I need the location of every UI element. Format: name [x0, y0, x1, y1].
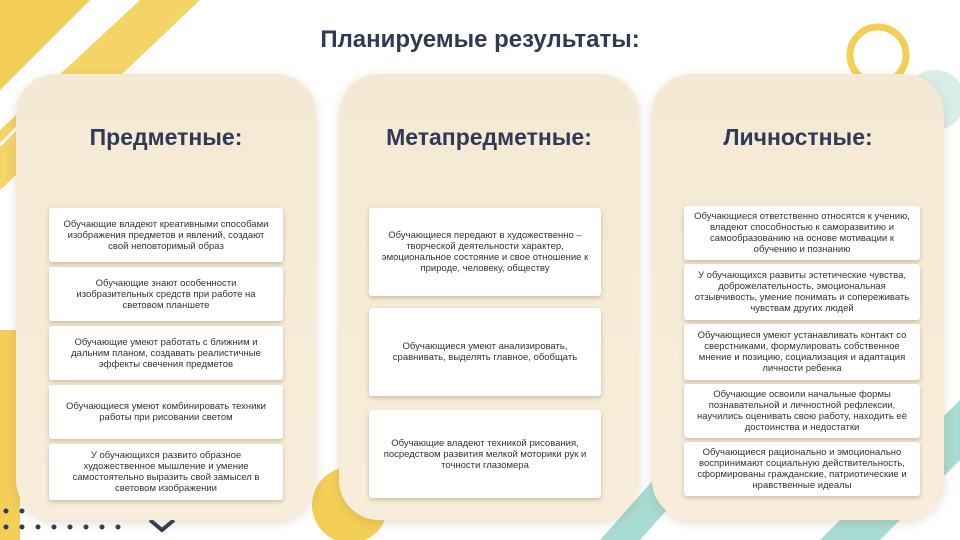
column-personal: Личностные: Обучающиеся ответственно отн…: [652, 74, 944, 520]
column-metasubject: Метапредметные: Обучающиеся передают в х…: [339, 74, 639, 520]
result-card: У обучающихся развито образное художеств…: [49, 444, 283, 500]
yellow-shape: [0, 330, 20, 540]
column-heading: Предметные:: [89, 124, 243, 150]
result-card: Обучающие владеют креативными способами …: [49, 208, 283, 262]
result-card: Обучающиеся умеют анализировать, сравнив…: [369, 308, 601, 396]
page-title: Планируемые результаты:: [320, 26, 640, 53]
result-card: Обучающиеся умеют устанавливать контакт …: [684, 324, 920, 380]
result-card: Обучающиеся передают в художественно – т…: [369, 208, 601, 296]
column-heading: Метапредметные:: [386, 124, 592, 150]
result-card: Обучающиеся рационально и эмоционально в…: [684, 442, 920, 496]
result-card: Обучающие знают особенности изобразитель…: [49, 267, 283, 321]
dots-row: [3, 508, 121, 530]
result-card: Обучающие освоили начальные формы познав…: [684, 384, 920, 438]
result-card: Обучающиеся умеют комбинировать техники …: [49, 385, 283, 439]
result-card: Обучающие владеют техникой рисования, по…: [369, 410, 601, 498]
column-heading: Личностные:: [723, 124, 873, 150]
result-card: Обучающиеся ответственно относятся к уче…: [684, 206, 920, 260]
column-subject: Предметные: Обучающие владеют креативным…: [16, 74, 316, 520]
navy-chevron-shape: [148, 518, 176, 533]
result-card: Обучающие умеют работать с ближним и дал…: [49, 326, 283, 380]
yellow-stripe-shape: [0, 0, 90, 90]
result-card: У обучающихся развиты эстетические чувст…: [684, 264, 920, 320]
